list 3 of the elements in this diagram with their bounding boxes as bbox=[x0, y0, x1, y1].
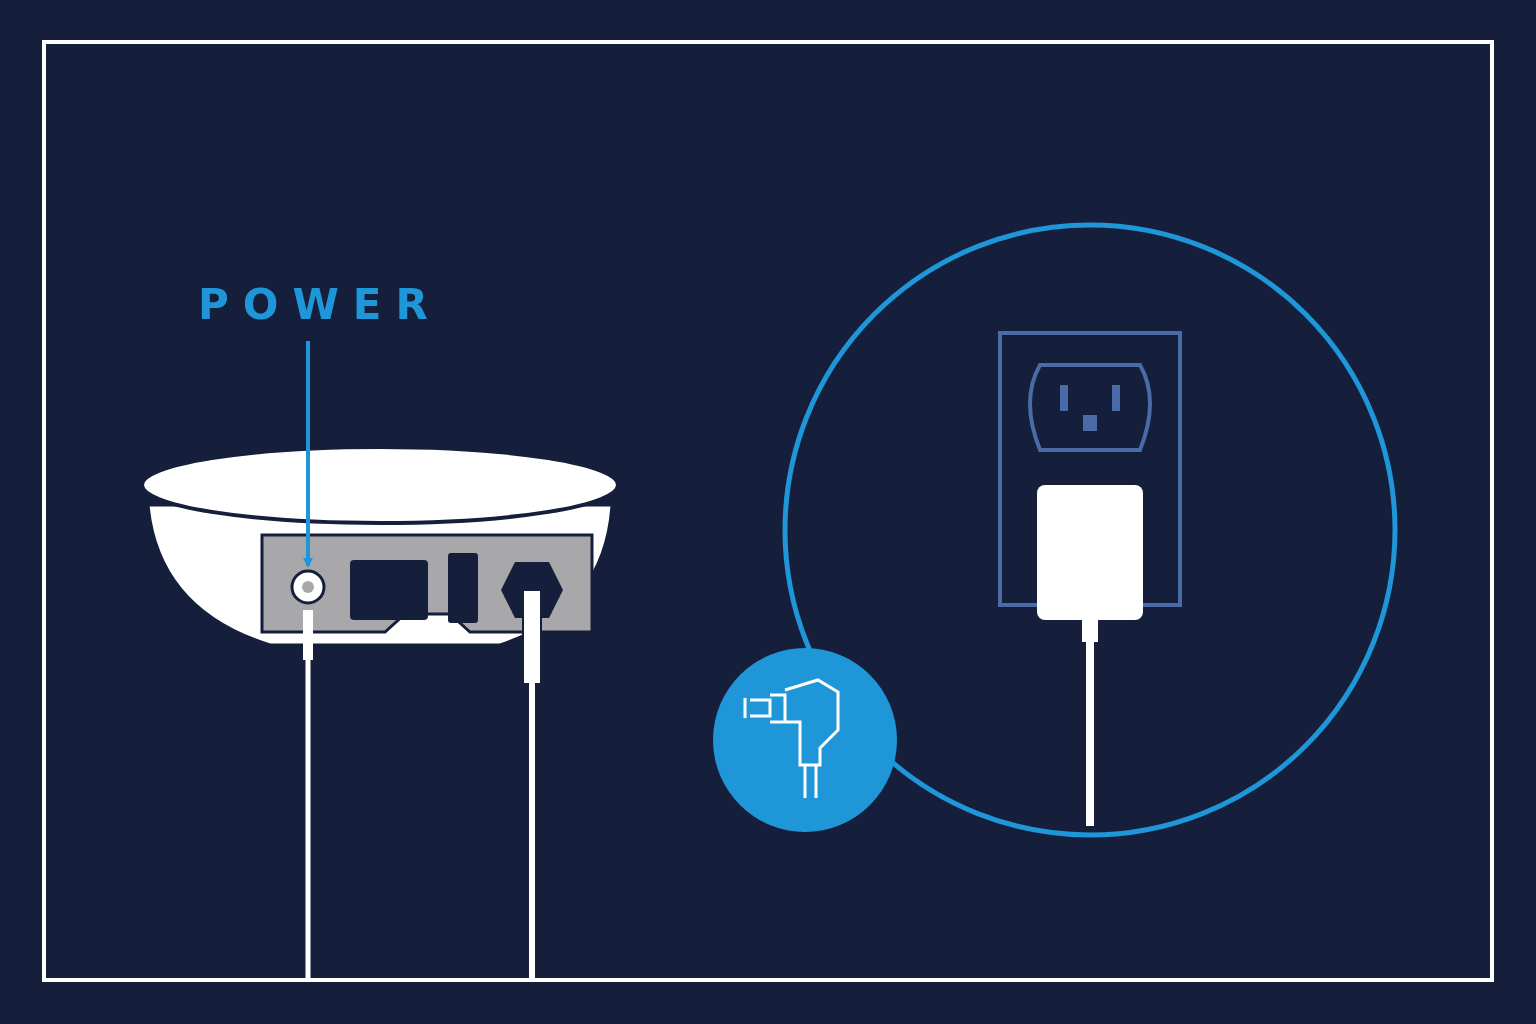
arrow bbox=[303, 341, 313, 568]
callout-label: POWER bbox=[198, 280, 442, 329]
power-port bbox=[289, 568, 327, 606]
